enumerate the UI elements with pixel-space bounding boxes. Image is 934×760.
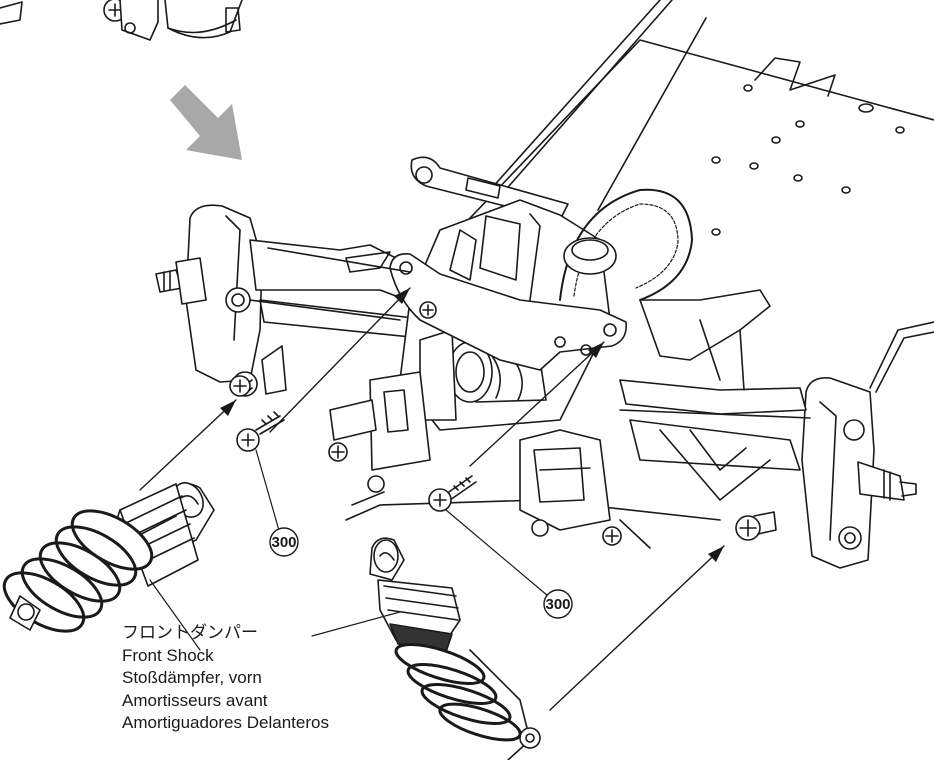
- label-line-japanese: フロントダンパー: [122, 623, 258, 642]
- screw-right: [428, 475, 477, 512]
- shock-spring-right: [394, 643, 522, 742]
- front-shock-left: [2, 482, 215, 651]
- part-number-right: 300: [545, 596, 570, 613]
- label-line-english: Front Shock: [122, 645, 214, 665]
- part-callout-right: 300: [445, 509, 573, 619]
- screw-left: [236, 411, 285, 452]
- label-line-german: Stoßdämpfer, vorn: [122, 668, 262, 687]
- front-shock-right: [369, 537, 541, 760]
- damper-stay: [389, 252, 628, 371]
- direction-arrow: [170, 85, 242, 160]
- installation-arrows: [139, 287, 725, 711]
- previous-step-fragment: [0, 0, 243, 41]
- front-shock-label: フロントダンパー Front Shock Stoßdämpfer, vorn A…: [122, 622, 329, 735]
- right-upright: [801, 321, 934, 569]
- part-callout-left: 300: [255, 449, 299, 557]
- label-leader-line: [311, 611, 401, 637]
- chassis-rods: [489, 0, 707, 211]
- shock-spring-left: [2, 509, 154, 633]
- left-upright: [155, 204, 263, 397]
- label-line-spanish: Amortiguadores Delanteros: [122, 713, 329, 732]
- label-line-french: Amortisseurs avant: [122, 690, 268, 710]
- part-number-left: 300: [271, 534, 296, 551]
- drive-belt: [559, 188, 693, 301]
- right-suspension-arm: [519, 289, 807, 549]
- tie-rods: [249, 247, 811, 419]
